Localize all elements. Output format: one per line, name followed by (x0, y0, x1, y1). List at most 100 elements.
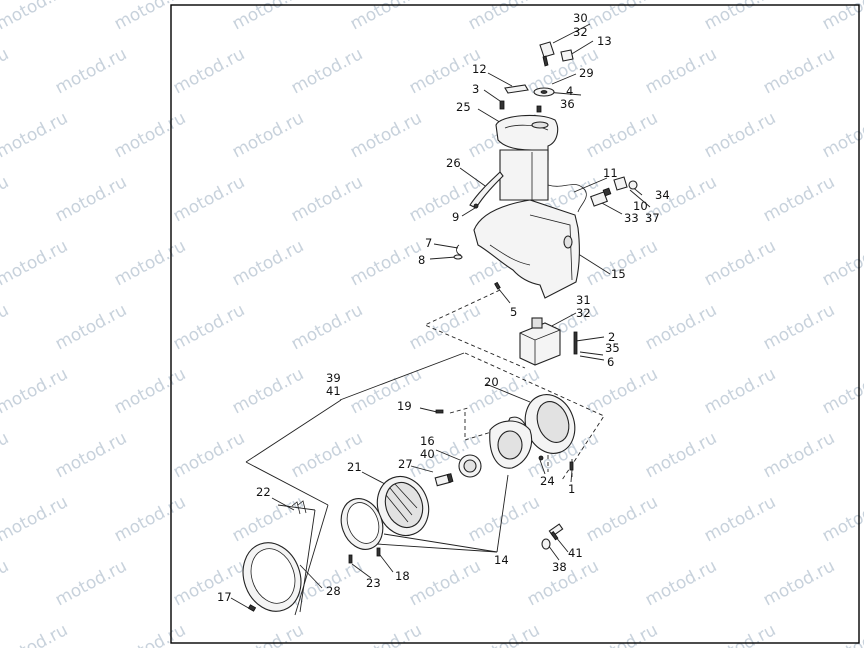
watermark-text: motod.ru (642, 556, 720, 610)
watermark-text: motod.ru (288, 300, 366, 354)
label-16: 16 (420, 434, 435, 448)
label-23: 23 (366, 576, 381, 590)
screw-3 (499, 100, 505, 110)
screw-36 (536, 105, 542, 113)
watermark-text: motod.ru (0, 556, 12, 610)
screw-7 (456, 244, 462, 256)
watermark-text: motod.ru (111, 364, 189, 418)
plate-10 (613, 176, 628, 191)
watermark-text: motod.ru (819, 236, 864, 290)
label-18: 18 (395, 569, 410, 583)
strap-26 (469, 171, 504, 209)
label-13: 13 (597, 34, 612, 48)
label-31: 31 (576, 293, 591, 307)
label-33: 33 (624, 211, 639, 225)
label-24: 24 (540, 474, 555, 488)
watermark-text: motod.ru (583, 236, 661, 290)
watermark-text: motod.ru (583, 108, 661, 162)
watermark-text: motod.ru (642, 428, 720, 482)
label-41: 41 (326, 384, 341, 398)
watermark-text: motod.ru (0, 236, 71, 290)
steering-tube (499, 149, 549, 201)
washer-8 (453, 254, 463, 260)
label-28: 28 (326, 584, 341, 598)
sealed-beam-21 (376, 475, 430, 537)
label-12: 12 (472, 62, 487, 76)
watermark-text: motod.ru (0, 492, 71, 546)
screw-24 (538, 455, 544, 461)
watermark-text: motod.ru (819, 108, 864, 162)
label-17: 17 (217, 590, 232, 604)
label-32: 32 (573, 25, 588, 39)
label-9: 9 (452, 210, 459, 224)
watermark-text: motod.ru (0, 364, 71, 418)
watermark-text: motod.ru (111, 236, 189, 290)
label-35: 35 (605, 341, 620, 355)
screw-23 (348, 554, 353, 564)
watermark-text: motod.ru (288, 428, 366, 482)
label-27: 27 (398, 457, 413, 471)
ignition-key (539, 41, 555, 67)
watermark-text: motod.ru (0, 172, 12, 226)
clip-13 (560, 49, 574, 62)
watermark-text: motod.ru (111, 492, 189, 546)
watermark-text: motod.ru (111, 108, 189, 162)
label-37: 37 (645, 211, 660, 225)
watermark-text: motod.ru (52, 556, 130, 610)
screw-19 (435, 409, 444, 414)
watermark-text: motod.ru (819, 492, 864, 546)
label-41-b: 41 (568, 546, 583, 560)
label-6: 6 (607, 355, 614, 369)
watermark-text: motod.ru (701, 364, 779, 418)
bulb-38 (541, 523, 564, 550)
label-38: 38 (552, 560, 567, 574)
watermark-text: motod.ru (347, 620, 425, 648)
screw-17 (247, 604, 257, 612)
label-39: 39 (326, 371, 341, 385)
label-22: 22 (256, 485, 271, 499)
bracket-31 (519, 317, 561, 366)
label-5: 5 (510, 305, 517, 319)
label-19: 19 (397, 399, 412, 413)
label-2: 2 (608, 330, 615, 344)
watermark-text: motod.ru (229, 492, 307, 546)
watermark-text: motod.ru (52, 300, 130, 354)
watermark-text: motod.ru (583, 620, 661, 648)
watermark-text: motod.ru (170, 44, 248, 98)
label-36: 36 (560, 97, 575, 111)
label-32-b: 32 (576, 306, 591, 320)
diagram-frame (170, 4, 860, 644)
watermark-text: motod.ru (347, 236, 425, 290)
label-7: 7 (425, 236, 432, 250)
label-30: 30 (573, 11, 588, 25)
watermark-text: motod.ru (406, 172, 484, 226)
watermark-text: motod.ru (229, 236, 307, 290)
watermark-text: motod.ru (0, 620, 71, 648)
label-11: 11 (603, 166, 618, 180)
watermark-text: motod.ru (52, 172, 130, 226)
screw-18 (376, 547, 381, 557)
label-1: 1 (568, 482, 575, 496)
watermark-text: motod.ru (583, 492, 661, 546)
label-26: 26 (446, 156, 461, 170)
mount-plate-14 (489, 420, 533, 469)
bulb-socket-16 (458, 454, 482, 478)
retaining-ring-14 (340, 498, 384, 550)
label-14: 14 (494, 553, 509, 567)
watermark-text: motod.ru (819, 620, 864, 648)
label-21: 21 (347, 460, 362, 474)
watermark-text: motod.ru (701, 492, 779, 546)
watermark-text: motod.ru (0, 44, 12, 98)
watermark-text: motod.ru (52, 428, 130, 482)
connector-27 (434, 473, 454, 487)
watermark-text: motod.ru (760, 556, 838, 610)
watermark-text: motod.ru (819, 364, 864, 418)
screw-1 (569, 461, 574, 471)
watermark-text: motod.ru (170, 172, 248, 226)
switch-33 (590, 187, 612, 207)
watermark-text: motod.ru (406, 300, 484, 354)
watermark-text: motod.ru (465, 620, 543, 648)
clip-22 (291, 500, 307, 515)
watermark-text: motod.ru (0, 0, 71, 34)
